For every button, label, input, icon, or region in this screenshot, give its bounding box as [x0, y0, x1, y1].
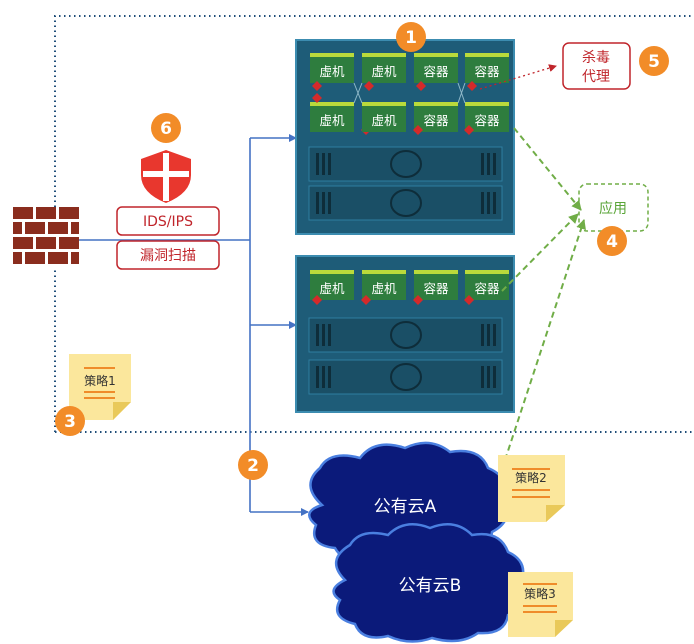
policy-note-3: 策略3	[508, 572, 573, 637]
server-2: 虚机 虚机 容器 容器	[295, 255, 515, 413]
drive-bay-icon	[308, 359, 503, 395]
antivirus-agent-label-2: 代理	[582, 69, 610, 85]
svg-text:容器: 容器	[474, 281, 500, 296]
shield-cross-icon	[141, 150, 191, 203]
svg-text:虚机: 虚机	[319, 113, 345, 128]
svg-text:虚机: 虚机	[319, 64, 345, 79]
tile-links	[353, 82, 466, 104]
firewall-brick-icon	[13, 207, 79, 270]
svg-text:5: 5	[648, 52, 660, 72]
vm-container-tiles-1: 虚机 虚机 容器 容器 虚机	[310, 53, 509, 135]
svg-text:容器: 容器	[474, 64, 500, 79]
tile: 虚机	[362, 53, 406, 91]
svg-text:容器: 容器	[423, 281, 449, 296]
svg-text:3: 3	[64, 412, 76, 432]
tile: 容器	[413, 102, 458, 135]
policy-note-2: 策略2	[498, 455, 565, 522]
policy1-label: 策略1	[84, 373, 116, 388]
tile: 虚机	[310, 102, 371, 135]
tile: 虚机	[310, 270, 354, 305]
tile: 虚机	[310, 53, 354, 91]
tile: 容器	[312, 93, 509, 135]
badge-5: 5	[639, 46, 669, 76]
tile: 虚机	[361, 270, 406, 305]
svg-text:容器: 容器	[474, 113, 500, 128]
vuln-scan-box	[116, 240, 220, 270]
tile: 容器	[465, 53, 509, 91]
svg-text:虚机: 虚机	[371, 281, 397, 296]
badge-6: 6	[151, 113, 181, 143]
app-links	[501, 127, 586, 461]
svg-text:2: 2	[247, 456, 259, 476]
network-links	[79, 134, 309, 516]
svg-text:1: 1	[405, 28, 417, 48]
policy3-label: 策略3	[524, 586, 556, 601]
badge-2: 2	[238, 450, 268, 480]
drive-bay-icon	[308, 185, 503, 221]
svg-text:虚机: 虚机	[371, 113, 397, 128]
app-label: 应用	[599, 200, 627, 217]
policy2-label: 策略2	[515, 470, 547, 485]
datacenter-boundary	[54, 15, 694, 433]
antivirus-agent-box	[562, 42, 631, 90]
antivirus-link	[479, 64, 557, 90]
tile: 虚机	[362, 102, 406, 132]
antivirus-agent-label-1: 杀毒	[582, 50, 610, 66]
svg-text:容器: 容器	[423, 64, 449, 79]
tile: 容器	[413, 270, 458, 305]
svg-text:4: 4	[606, 232, 618, 252]
svg-text:容器: 容器	[423, 113, 449, 128]
cloud-a-label: 公有云A	[374, 497, 437, 517]
public-cloud-b: 公有云B	[332, 523, 526, 643]
ids-ips-label: IDS/IPS	[143, 214, 193, 230]
tile: 容器	[414, 53, 458, 91]
tile: 容器	[464, 270, 509, 305]
policy-note-1: 策略1	[69, 354, 131, 420]
vuln-scan-label: 漏洞扫描	[140, 248, 196, 264]
cloud-b-label: 公有云B	[399, 576, 462, 596]
badge-3: 3	[55, 406, 85, 436]
svg-text:6: 6	[160, 119, 172, 139]
drive-bay-icon	[308, 146, 503, 182]
svg-text:虚机: 虚机	[319, 281, 345, 296]
svg-text:虚机: 虚机	[371, 64, 397, 79]
badge-1: 1	[396, 22, 426, 52]
server-1: 虚机 虚机 容器 容器 虚机	[295, 39, 515, 235]
badge-4: 4	[597, 226, 627, 256]
ids-ips-box	[116, 206, 220, 236]
drive-bay-icon	[308, 317, 503, 353]
